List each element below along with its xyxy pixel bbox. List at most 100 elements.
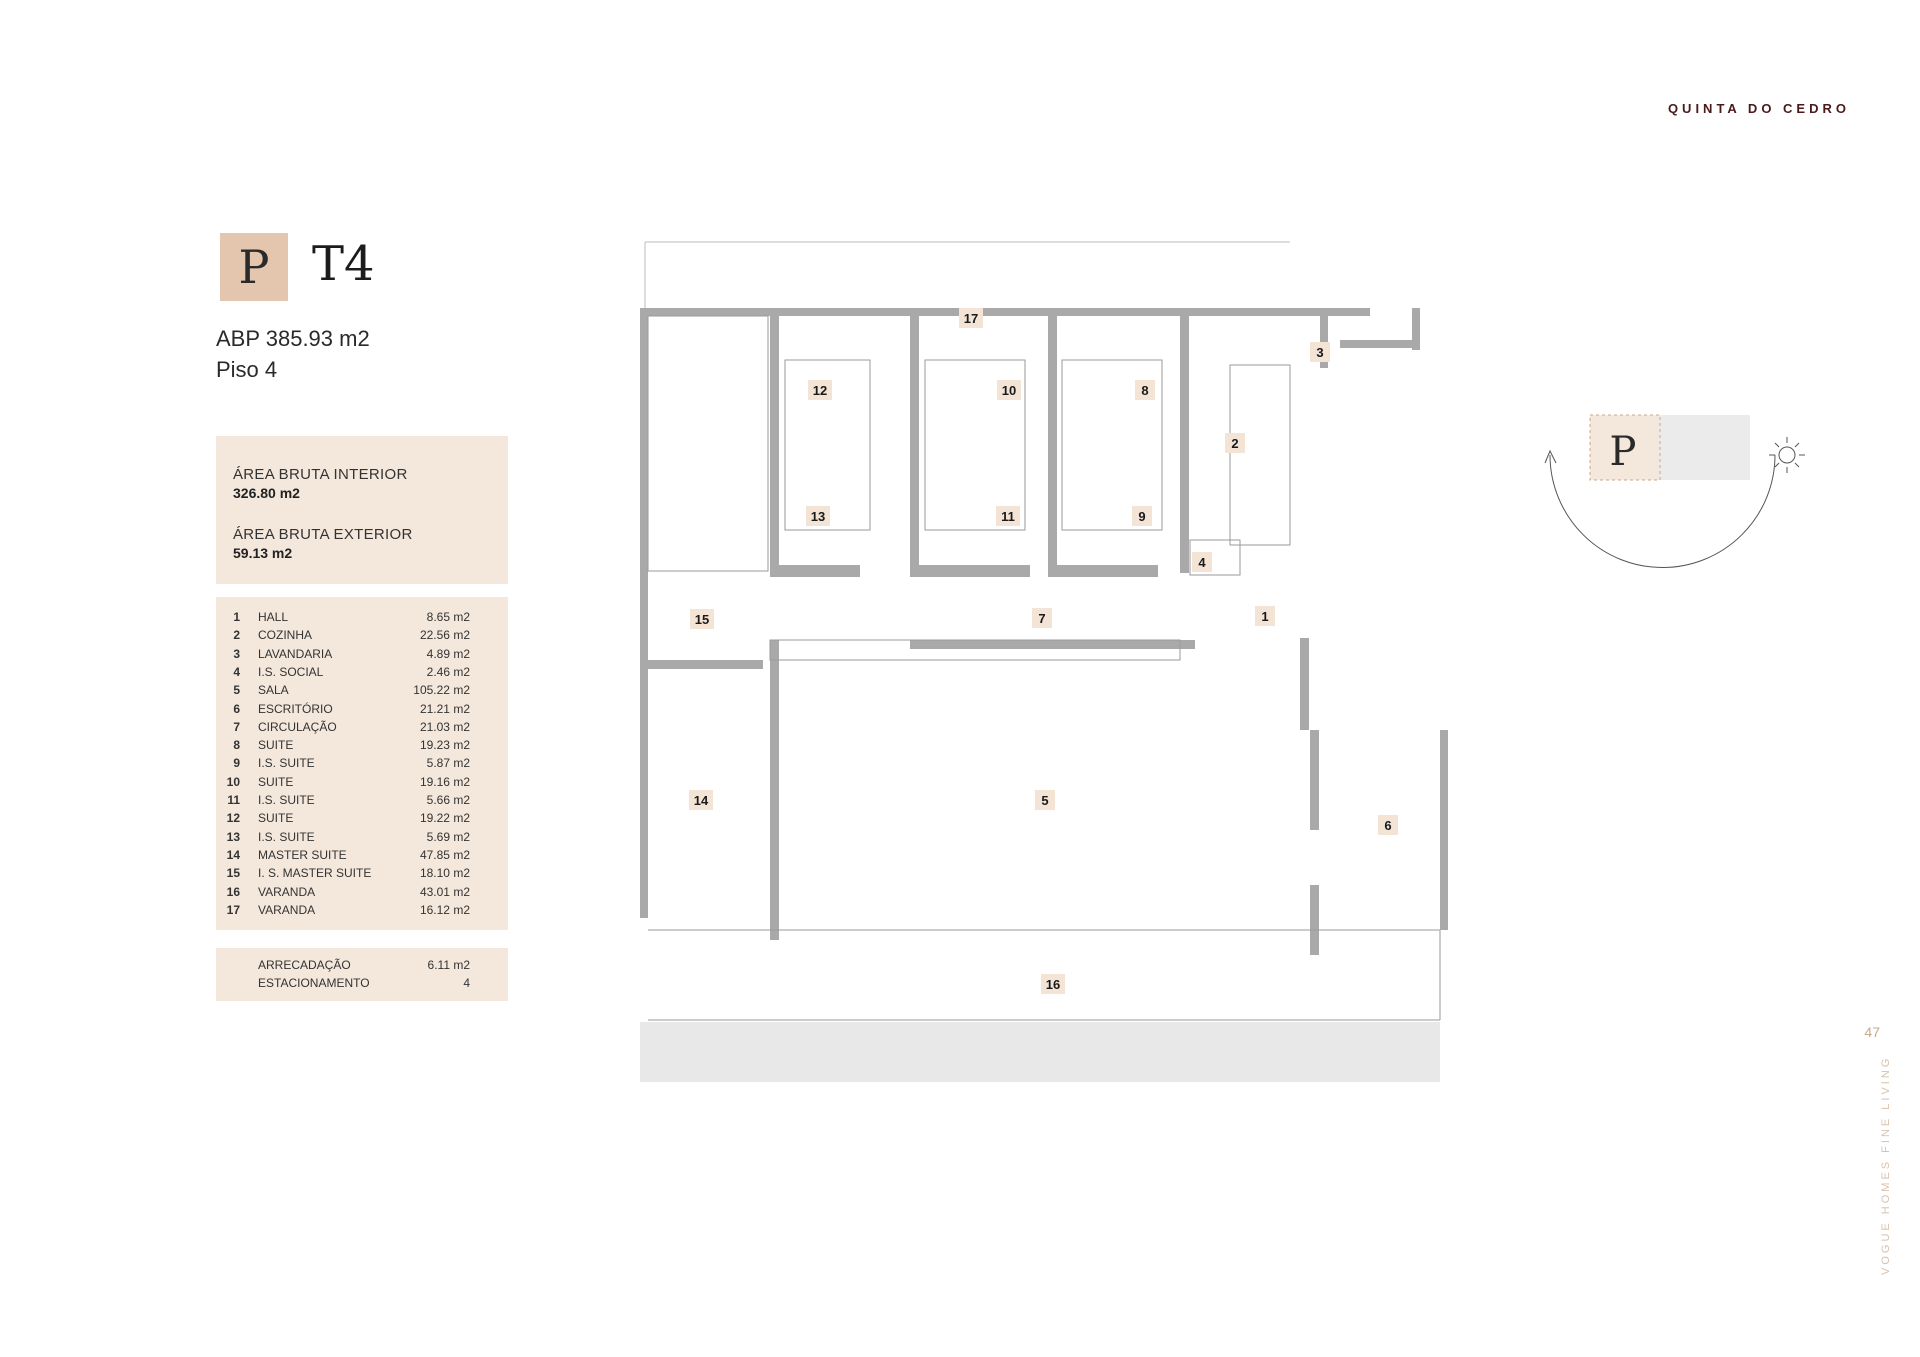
room-row: 9 I.S. SUITE 5.87 m2 — [216, 756, 508, 774]
room-number: 3 — [233, 646, 240, 661]
interior-area-label: ÁREA BRUTA INTERIOR — [233, 466, 408, 483]
room-label: 10 — [997, 380, 1021, 400]
svg-text:7: 7 — [1038, 611, 1045, 626]
extra-name: ARRECADAÇÃO — [258, 958, 351, 972]
exterior-area-label: ÁREA BRUTA EXTERIOR — [233, 526, 413, 543]
room-area: 19.16 m2 — [419, 774, 470, 789]
room-label: 5 — [1035, 790, 1055, 810]
room-area: 43.01 m2 — [419, 884, 470, 899]
page-number: 47 — [1864, 1024, 1880, 1040]
unit-type: T4 — [312, 236, 375, 292]
room-label: 8 — [1135, 380, 1155, 400]
svg-text:9: 9 — [1138, 509, 1145, 524]
room-label: 16 — [1041, 974, 1065, 994]
room-number: 9 — [233, 756, 240, 771]
room-name: I. S. MASTER SUITE — [258, 866, 372, 881]
interior-lines — [647, 315, 1441, 1021]
svg-text:11: 11 — [1001, 509, 1015, 524]
arrow-icon — [1544, 449, 1557, 464]
interior-area: ÁREA BRUTA INTERIOR 326.80 m2 — [233, 466, 408, 501]
room-area: 47.85 m2 — [419, 847, 470, 862]
vertical-tagline: VOGUE HOMES FINE LIVING — [1880, 1055, 1892, 1275]
building-footprint — [1660, 415, 1750, 480]
compass-letter: P — [1610, 429, 1637, 475]
room-area: 105.22 m2 — [413, 683, 470, 698]
room-area: 21.03 m2 — [419, 719, 470, 734]
room-row: 10 SUITE 19.16 m2 — [216, 775, 508, 793]
exterior-area-value: 59.13 m2 — [233, 545, 293, 561]
room-name: ESCRITÓRIO — [258, 701, 333, 716]
exterior-area: ÁREA BRUTA EXTERIOR 59.13 m2 — [233, 526, 413, 561]
walls — [640, 308, 1448, 955]
room-number: 6 — [233, 701, 240, 716]
room-row: 12 SUITE 19.22 m2 — [216, 811, 508, 829]
room-label: 12 — [808, 380, 832, 400]
room-name: COZINHA — [258, 628, 312, 643]
room-area: 5.69 m2 — [426, 829, 470, 844]
svg-text:4: 4 — [1198, 555, 1206, 570]
room-number: 15 — [226, 866, 240, 881]
room-label: 11 — [996, 506, 1020, 526]
svg-text:1: 1 — [1261, 609, 1268, 624]
brand-title: QUINTA DO CEDRO — [1667, 101, 1850, 116]
badge-letter: P — [238, 240, 270, 294]
room-number: 10 — [226, 774, 240, 789]
room-name: I.S. SUITE — [258, 793, 315, 807]
abp-area: ABP 385.93 m2 — [216, 326, 370, 351]
room-name: SUITE — [258, 811, 294, 826]
room-number: 4 — [233, 664, 240, 679]
extra-row-parking: ESTACIONAMENTO 4 — [216, 976, 508, 994]
svg-text:16: 16 — [1046, 977, 1060, 992]
orientation-arc — [1549, 454, 1776, 568]
room-number: 12 — [226, 811, 240, 826]
room-label: 17 — [959, 308, 983, 328]
extra-name: ESTACIONAMENTO — [258, 976, 370, 990]
room-number: 17 — [226, 902, 240, 917]
room-label: 14 — [689, 790, 713, 810]
room-area: 2.46 m2 — [426, 664, 470, 679]
room-area: 19.22 m2 — [419, 811, 470, 826]
svg-text:5: 5 — [1041, 793, 1048, 808]
room-row: 16 VARANDA 43.01 m2 — [216, 885, 508, 903]
room-name: LAVANDARIA — [258, 646, 333, 661]
room-label: 13 — [806, 506, 830, 526]
room-name: I.S. SOCIAL — [258, 664, 324, 679]
room-name: VARANDA — [258, 884, 316, 899]
room-name: SUITE — [258, 774, 294, 789]
svg-text:15: 15 — [695, 612, 709, 627]
room-label: 6 — [1378, 815, 1398, 835]
room-area: 5.87 m2 — [426, 756, 470, 771]
room-name: I.S. SUITE — [258, 829, 315, 844]
extras-panel: ARRECADAÇÃO 6.11 m2 ESTACIONAMENTO 4 — [216, 948, 508, 1001]
railing-top — [644, 241, 1290, 308]
floor-plan: 17 3 12 10 8 2 13 11 9 4 15 7 1 14 5 6 1… — [640, 241, 1448, 1082]
room-number: 8 — [233, 738, 240, 753]
room-area: 5.66 m2 — [426, 793, 470, 807]
svg-text:12: 12 — [813, 383, 827, 398]
room-name: VARANDA — [258, 902, 316, 917]
extra-value: 4 — [463, 976, 470, 990]
room-name: I.S. SUITE — [258, 756, 315, 771]
room-number: 16 — [226, 884, 240, 899]
room-name: MASTER SUITE — [258, 847, 347, 862]
orientation-compass: P — [1544, 414, 1805, 568]
extra-value: 6.11 m2 — [427, 958, 470, 972]
room-name: HALL — [258, 610, 289, 624]
room-label: 15 — [690, 609, 714, 629]
gross-areas-panel: ÁREA BRUTA INTERIOR 326.80 m2 ÁREA BRUTA… — [216, 436, 508, 584]
room-name: SUITE — [258, 738, 294, 753]
svg-text:3: 3 — [1316, 345, 1323, 360]
room-number: 2 — [233, 628, 240, 643]
svg-text:2: 2 — [1231, 436, 1238, 451]
svg-text:6: 6 — [1384, 818, 1391, 833]
room-number: 7 — [233, 719, 240, 734]
